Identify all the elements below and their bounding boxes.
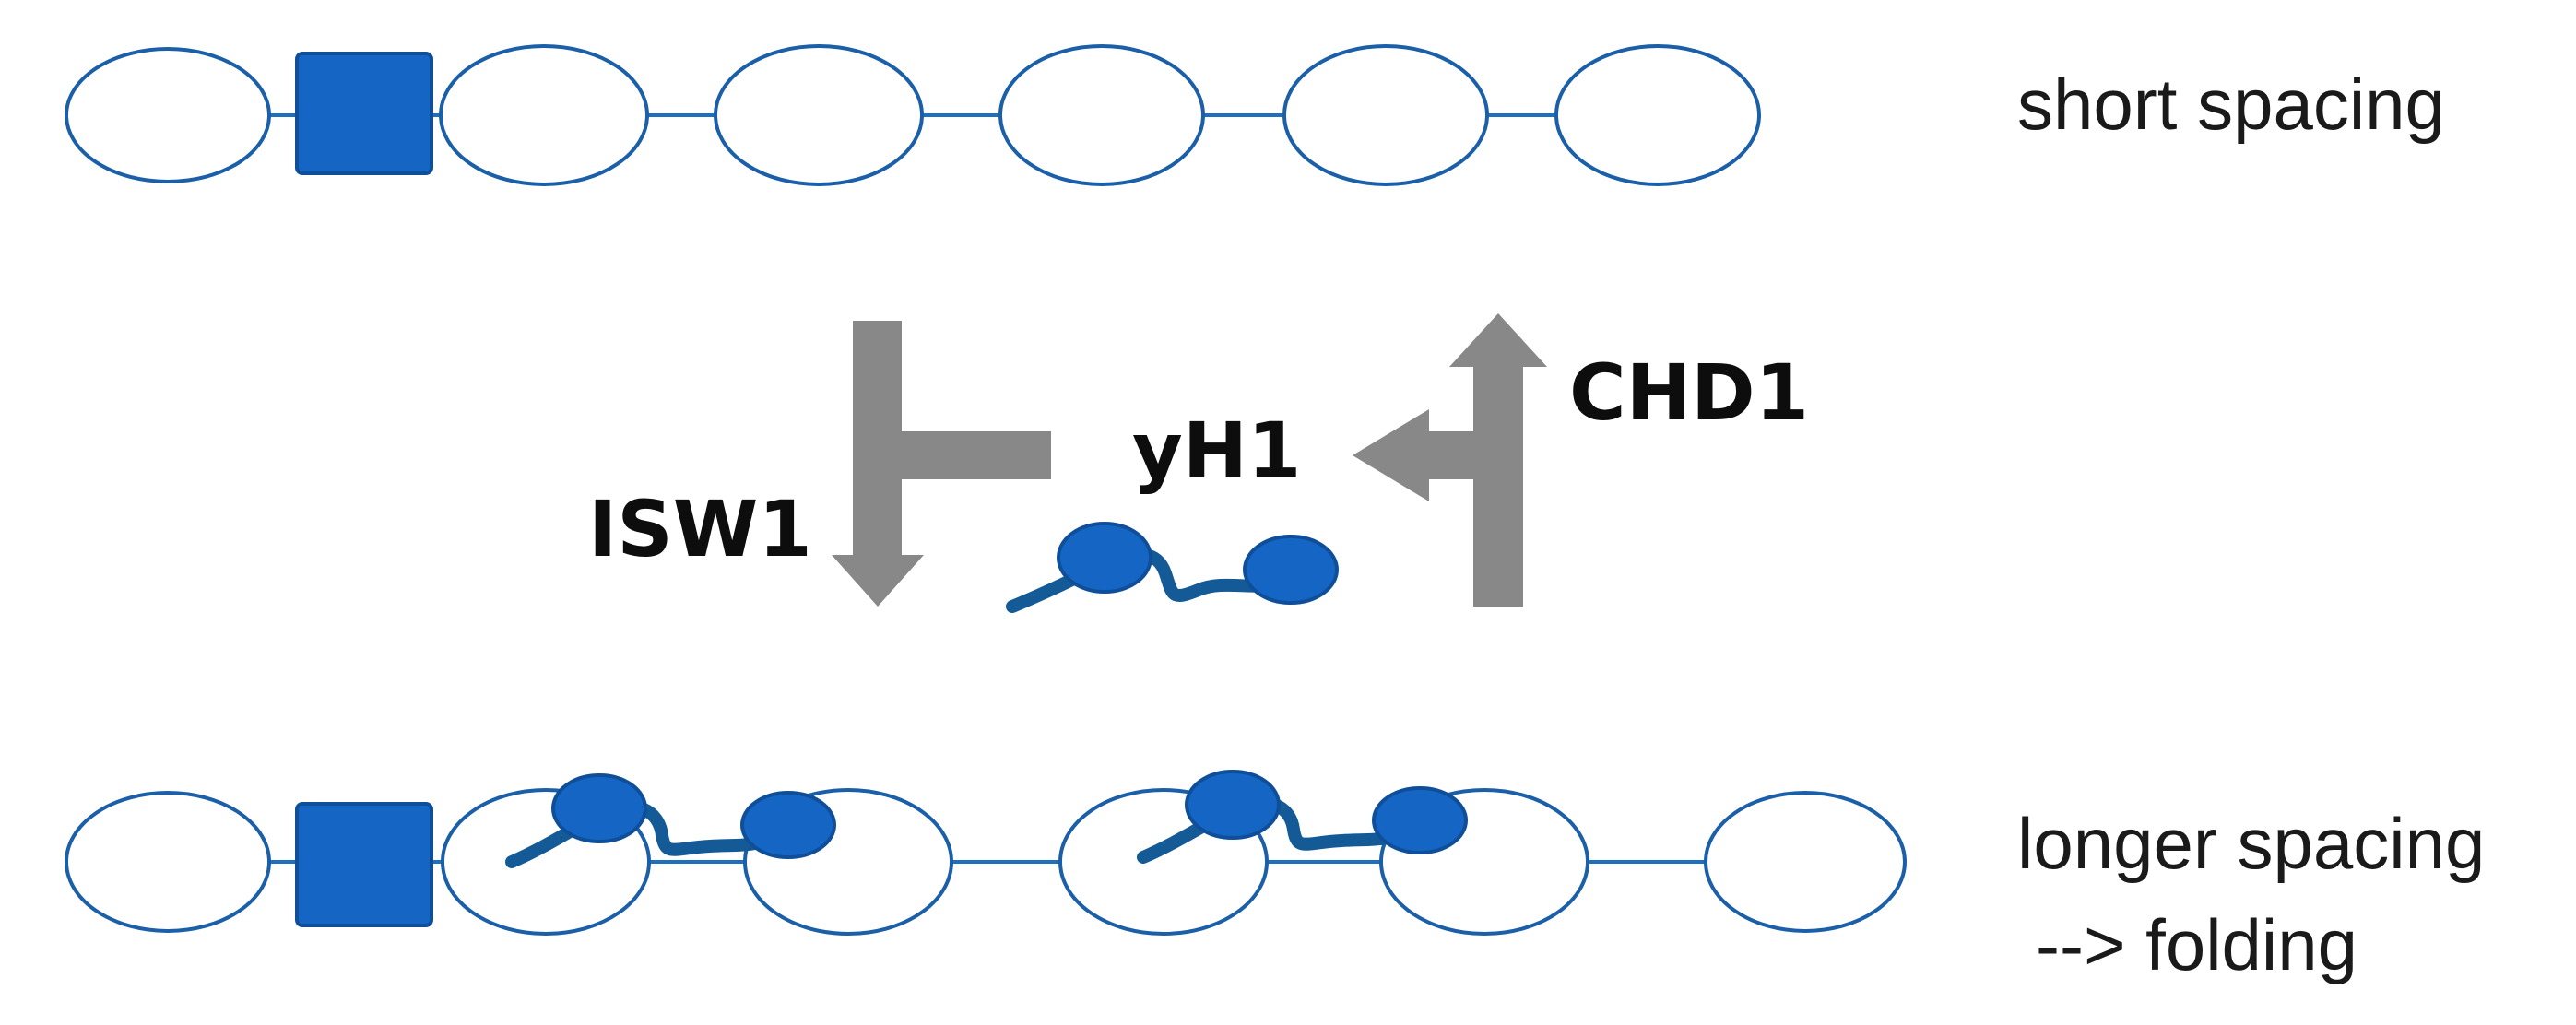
nucleosome <box>1554 44 1761 186</box>
isw1-label: ISW1 <box>588 484 812 574</box>
nucleosome <box>1704 791 1907 933</box>
linker-histone-icon <box>1006 522 1339 613</box>
yh1-label: yH1 <box>1132 406 1302 496</box>
nucleosome <box>714 44 924 186</box>
short-spacing-label: short spacing <box>2017 64 2445 145</box>
short-spacing-array <box>65 44 1761 186</box>
linker-histone-icon <box>1137 770 1468 864</box>
nucleosome <box>998 44 1205 186</box>
nucleosome <box>65 47 271 183</box>
nucleosome <box>65 791 271 933</box>
bound-factor-square <box>295 802 433 927</box>
nucleosome <box>439 44 649 186</box>
bound-factor-square <box>295 52 433 175</box>
longer-spacing-array <box>65 770 1907 936</box>
folding-label: --> folding <box>2036 904 2357 985</box>
longer-spacing-label: longer spacing <box>2017 803 2485 884</box>
chd1-label: CHD1 <box>1569 348 1809 438</box>
linker-histone-icon <box>505 773 836 868</box>
nucleosome <box>1282 44 1489 186</box>
chd1-arrow <box>1353 313 1547 607</box>
isw1-arrow <box>832 321 1051 607</box>
